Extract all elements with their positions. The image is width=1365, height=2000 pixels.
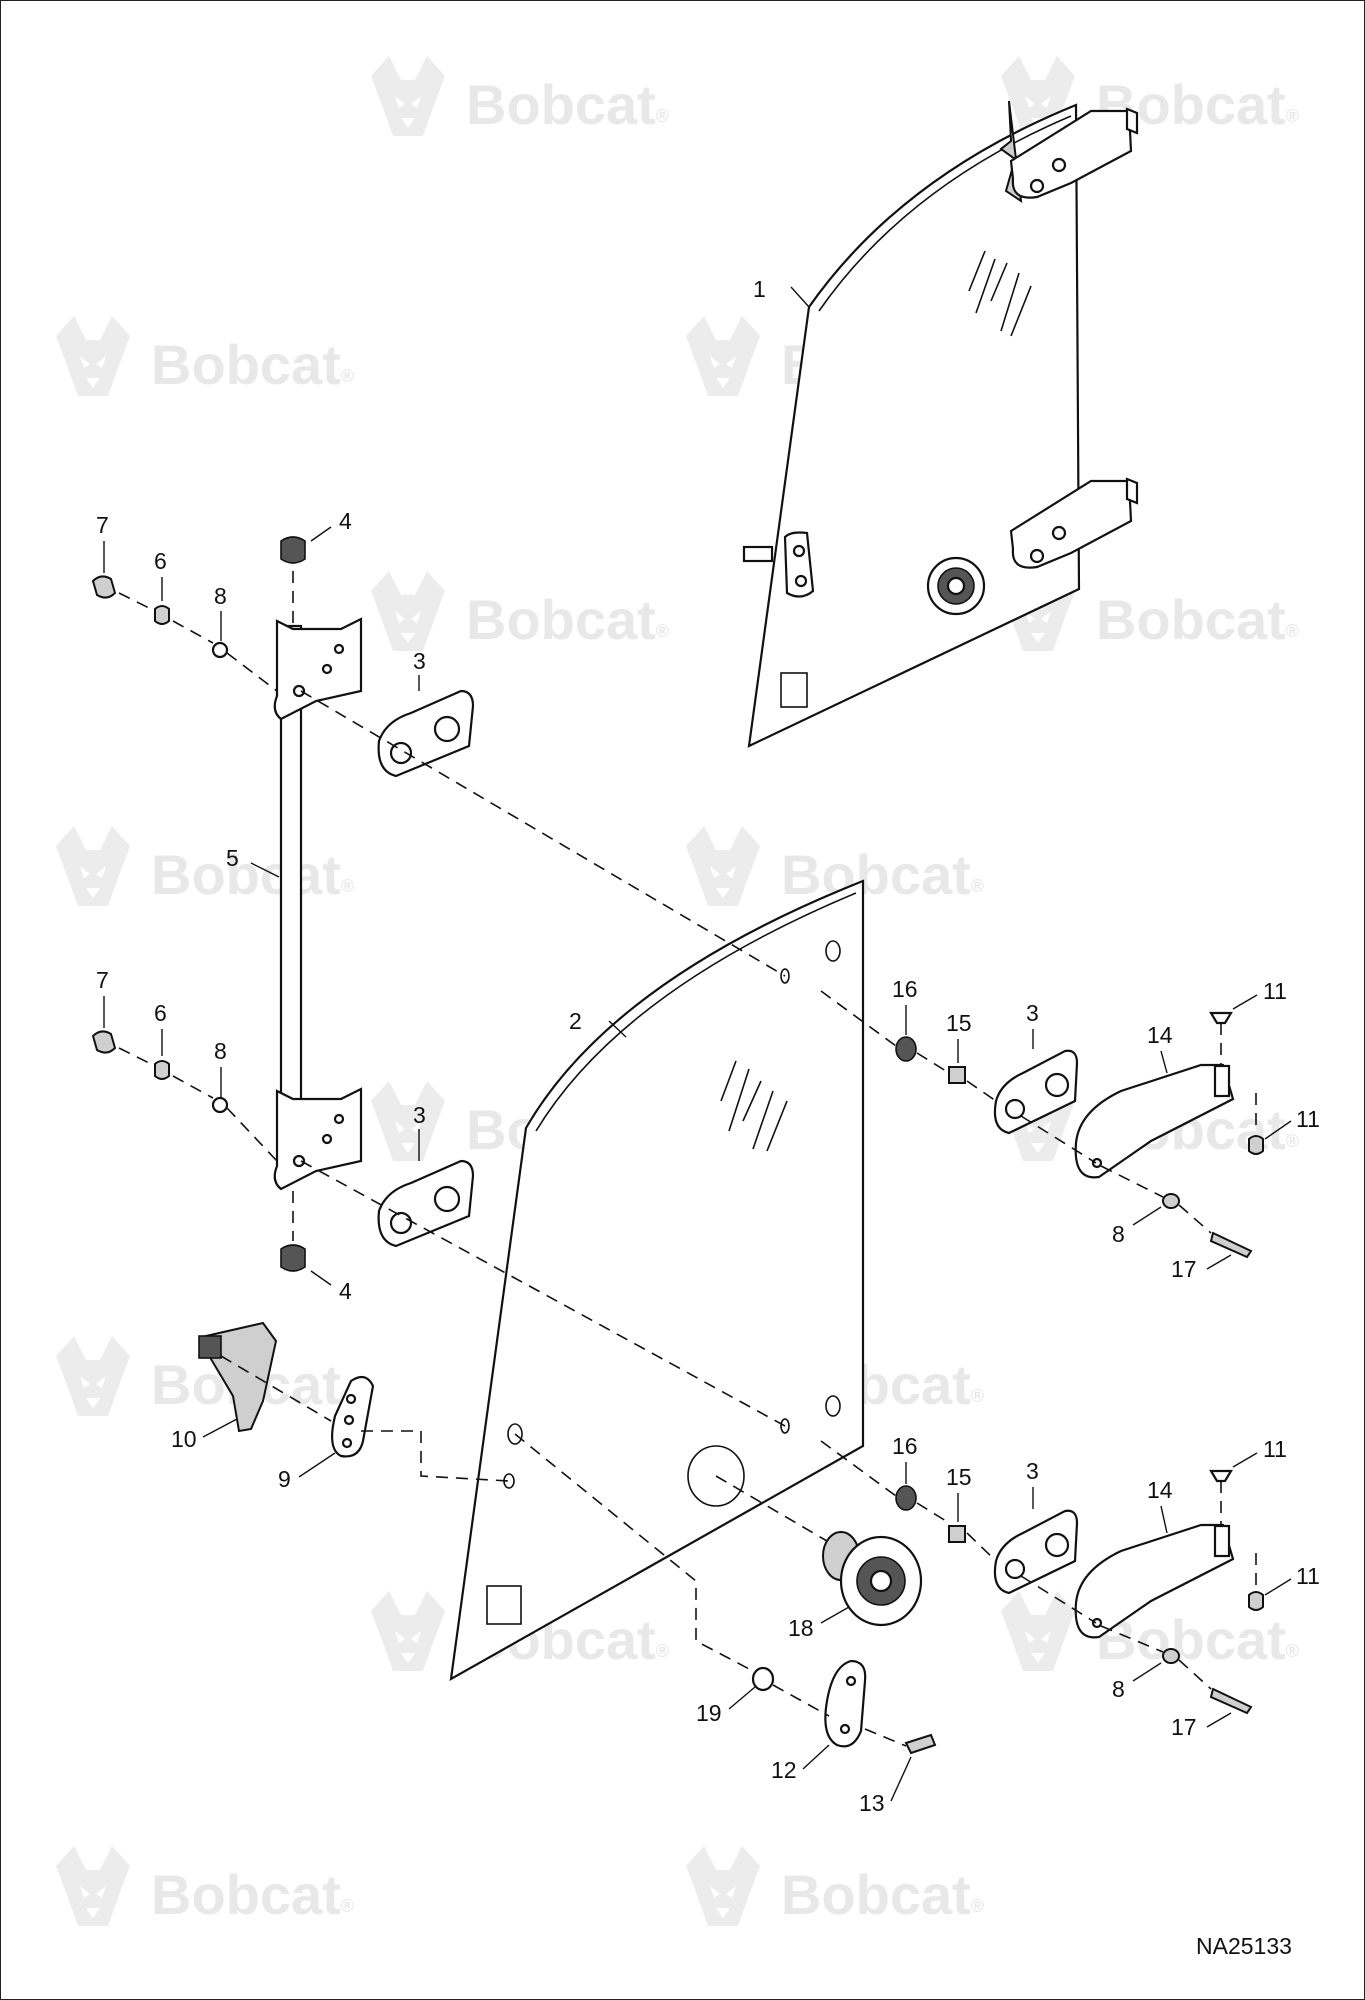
plate-3-lower-left bbox=[377, 1159, 475, 1248]
callout-14: 14 bbox=[1147, 1022, 1173, 1048]
callout-11: 11 bbox=[1296, 1563, 1320, 1589]
cap-4-top bbox=[280, 536, 306, 623]
callout-16: 16 bbox=[892, 1433, 918, 1459]
lock-cylinder-18 bbox=[822, 1531, 923, 1627]
watermark-text: Bobcat® bbox=[151, 843, 354, 906]
callout-13: 13 bbox=[859, 1790, 885, 1816]
callout-11: 11 bbox=[1263, 978, 1287, 1004]
glass-panel-assembly-1 bbox=[742, 100, 1139, 748]
handle-plate-12 bbox=[824, 1659, 867, 1748]
screw-13 bbox=[904, 1733, 937, 1755]
spacer-15-upper bbox=[948, 1066, 966, 1084]
callout-1: 1 bbox=[753, 276, 766, 302]
spacer-15-lower bbox=[948, 1525, 966, 1543]
callout-8: 8 bbox=[214, 583, 227, 609]
bushing-16-lower bbox=[895, 1485, 917, 1511]
callout-11: 11 bbox=[1263, 1436, 1287, 1462]
callout-4: 4 bbox=[339, 1278, 352, 1304]
callout-12: 12 bbox=[771, 1757, 797, 1783]
bushing-16-upper bbox=[895, 1036, 917, 1062]
fasteners-upper-left bbox=[91, 575, 278, 692]
callout-6: 6 bbox=[154, 1000, 167, 1026]
fasteners-lower-right bbox=[1100, 1469, 1264, 1715]
callouts: 1 2 3 3 3 3 4 4 5 6 6 7 7 8 8 8 8 9 bbox=[96, 276, 1320, 1816]
plate-3-lower-right bbox=[993, 1509, 1079, 1595]
callout-5: 5 bbox=[226, 845, 239, 871]
plate-3-upper-left bbox=[377, 689, 475, 778]
drawing-code: NA25133 bbox=[1196, 1933, 1292, 1959]
callout-7: 7 bbox=[96, 967, 109, 993]
watermark-text: Bobcat® bbox=[151, 1863, 354, 1926]
latch-plate-9 bbox=[330, 1375, 375, 1458]
callout-14: 14 bbox=[1147, 1477, 1173, 1503]
watermark-text: Bobcat® bbox=[1096, 588, 1299, 651]
callout-2: 2 bbox=[569, 1008, 582, 1034]
watermark-text: Bobcat® bbox=[466, 588, 669, 651]
watermark-text: Bobcat® bbox=[151, 333, 354, 396]
callout-10: 10 bbox=[171, 1426, 197, 1452]
watermark-text: Bobcat® bbox=[781, 843, 984, 906]
callout-15: 15 bbox=[946, 1464, 972, 1490]
callout-9: 9 bbox=[278, 1466, 291, 1492]
latch-handle-10 bbox=[198, 1321, 278, 1433]
callout-3: 3 bbox=[413, 648, 426, 674]
glass-panel-2 bbox=[449, 879, 865, 1682]
plate-3-upper-right bbox=[993, 1049, 1079, 1135]
watermark-text: Bobcat® bbox=[781, 1863, 984, 1926]
hinge-rod-5 bbox=[273, 617, 363, 1191]
callout-8: 8 bbox=[1112, 1676, 1125, 1702]
callout-8: 8 bbox=[214, 1038, 227, 1064]
callout-19: 19 bbox=[696, 1700, 722, 1726]
callout-16: 16 bbox=[892, 976, 918, 1002]
hinge-14-upper bbox=[1074, 1063, 1235, 1179]
callout-11: 11 bbox=[1296, 1106, 1320, 1132]
callout-15: 15 bbox=[946, 1010, 972, 1036]
callout-8: 8 bbox=[1112, 1221, 1125, 1247]
callout-17: 17 bbox=[1171, 1714, 1197, 1740]
fasteners-upper-right bbox=[1100, 1011, 1264, 1259]
fasteners-lower-left bbox=[91, 1030, 278, 1162]
callout-3: 3 bbox=[1026, 1000, 1039, 1026]
callout-4: 4 bbox=[339, 508, 352, 534]
callout-7: 7 bbox=[96, 512, 109, 538]
watermark-text: Bobcat® bbox=[1096, 1608, 1299, 1671]
callout-18: 18 bbox=[788, 1615, 814, 1641]
callout-3: 3 bbox=[1026, 1458, 1039, 1484]
watermark-text: Bobcat® bbox=[466, 73, 669, 136]
cap-4-bottom bbox=[280, 1191, 306, 1272]
washer-19 bbox=[751, 1666, 775, 1692]
callout-6: 6 bbox=[154, 548, 167, 574]
callout-17: 17 bbox=[1171, 1256, 1197, 1282]
callout-3: 3 bbox=[413, 1102, 426, 1128]
assembly-lines bbox=[220, 690, 1097, 1747]
hinge-14-lower bbox=[1074, 1523, 1235, 1639]
